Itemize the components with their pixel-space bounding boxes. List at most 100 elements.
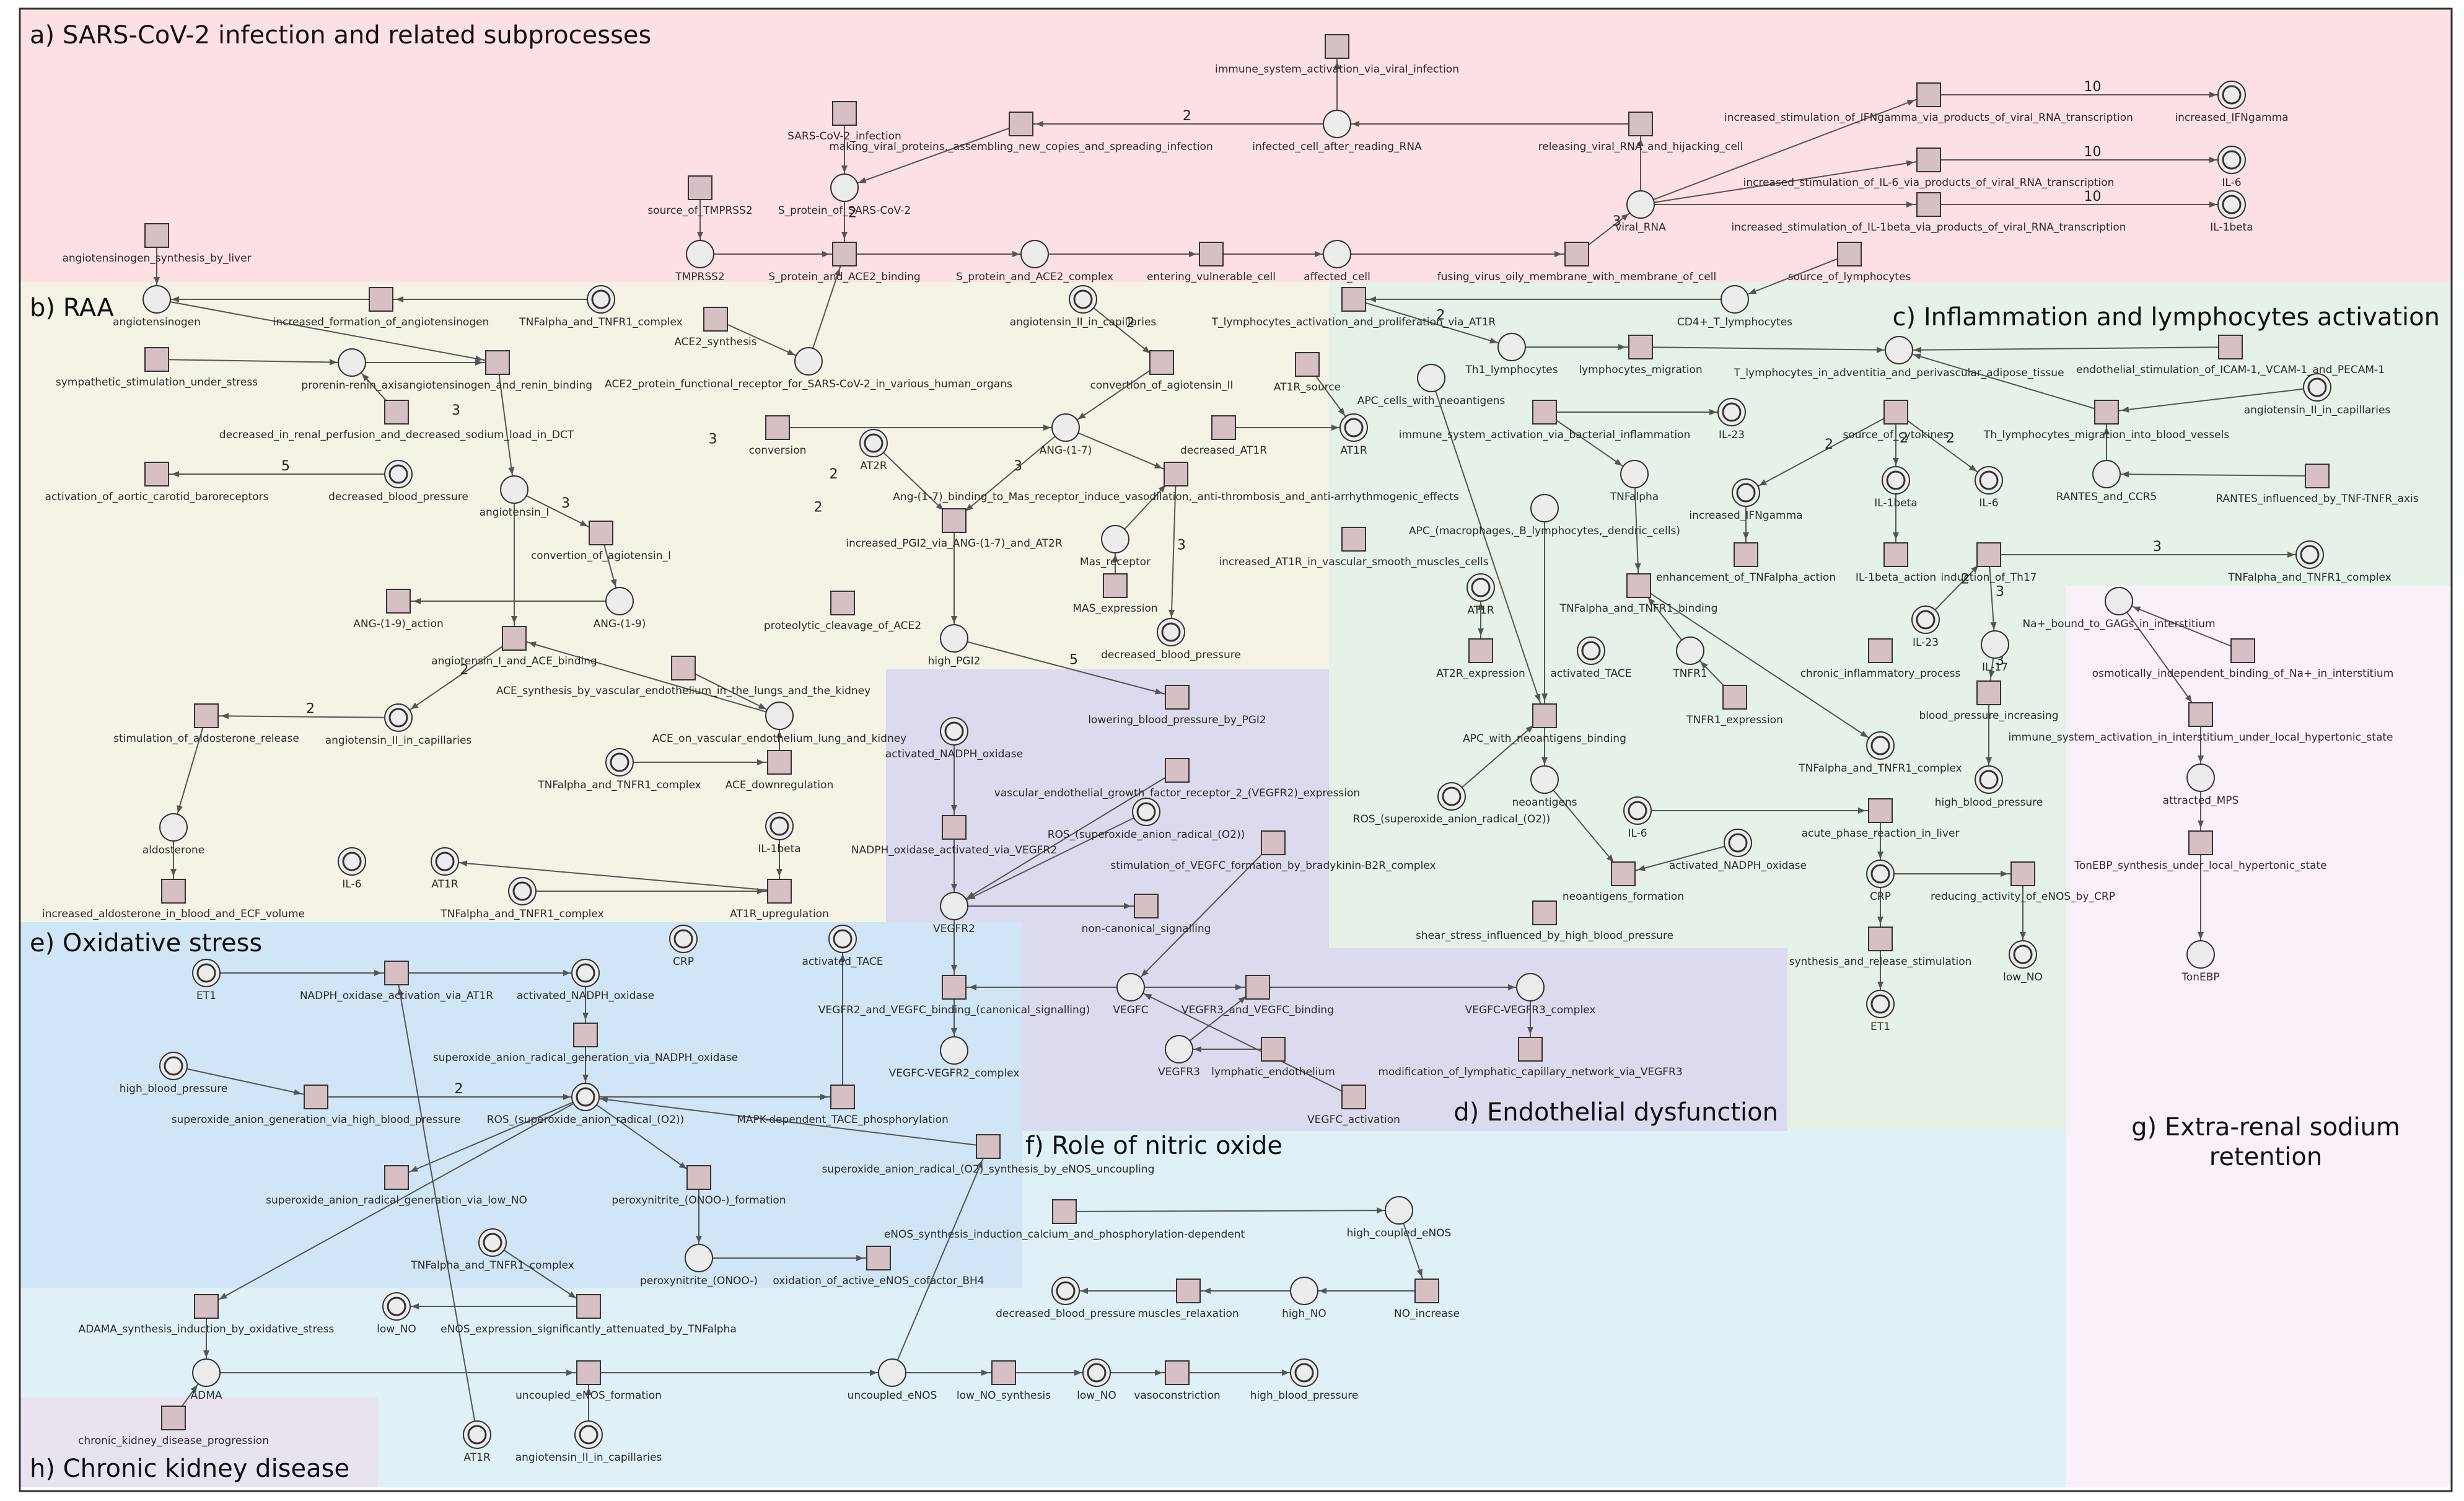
place-tmprss2[interactable]: TMPRSS2: [675, 240, 725, 283]
transition-vasoconstriction[interactable]: vasoconstriction: [1134, 1360, 1221, 1402]
transition-th-lymphocytes-migration-into-blood-vessels[interactable]: Th_lymphocytes_migration_into_blood_vess…: [1983, 400, 2229, 441]
place-activated-nadph-oxidase[interactable]: activated_NADPH_oxidase: [885, 717, 1023, 760]
transition-apc-with-neoantigens-binding[interactable]: APC_with_neoantigens_binding: [1463, 703, 1626, 745]
place-activated-tace[interactable]: activated_TACE: [802, 925, 883, 968]
transition-blood-pressure-increasing[interactable]: blood_pressure_increasing: [1919, 680, 2059, 722]
transition-osmotically-independent-binding-of-na-in-interstitium[interactable]: osmotically_independent_binding_of_Na+_i…: [2092, 638, 2394, 680]
transition-enos-synthesis-induction-calcium-and-phosphorylation-dependent[interactable]: eNOS_synthesis_induction_calcium_and_pho…: [884, 1199, 1245, 1241]
transition-tonebp-synthesis-under-local-hypertonic-state[interactable]: TonEBP_synthesis_under_local_hypertonic_…: [2074, 830, 2327, 872]
place-ang-1-7[interactable]: ANG-(1-7): [1040, 413, 1092, 457]
transition-ang-1-9-action[interactable]: ANG-(1-9)_action: [353, 589, 444, 630]
transition-t-lymphocytes-activation-and-proliferation-via-at1r[interactable]: T_lymphocytes_activation_and_proliferati…: [1211, 287, 1496, 328]
place-activated-tace[interactable]: activated_TACE: [1550, 636, 1632, 680]
transition-vegfc-activation[interactable]: VEGFC_activation: [1307, 1085, 1400, 1126]
transition-stimulation-of-vegfc-formation-by-bradykinin-b2r-complex[interactable]: stimulation_of_VEGFC_formation_by_bradyk…: [1110, 830, 1436, 872]
place-tnfalpha-and-tnfr1-complex[interactable]: TNFalpha_and_TNFR1_complex: [1798, 731, 1962, 775]
transition-stimulation-of-aldosterone-release[interactable]: stimulation_of_aldosterone_release: [113, 703, 299, 745]
transition-ace-downregulation[interactable]: ACE_downregulation: [726, 750, 834, 791]
place-ang-1-9[interactable]: ANG-(1-9): [594, 587, 646, 630]
transition-mapk-dependent-tace-phosphorylation[interactable]: MAPK-dependent_TACE_phosphorylation: [737, 1085, 949, 1126]
transition-superoxide-anion-radical-generation-via-low-no[interactable]: superoxide_anion_radical_generation_via_…: [266, 1165, 527, 1207]
place-th1-lymphocytes[interactable]: Th1_lymphocytes: [1465, 333, 1558, 376]
place-il-1beta[interactable]: IL-1beta: [2210, 190, 2253, 234]
transition-tnfalpha-and-tnfr1-binding[interactable]: TNFalpha_and_TNFR1_binding: [1559, 573, 1718, 615]
place-tnfr1[interactable]: TNFR1: [1672, 636, 1708, 680]
place-s-protein-of-sars-cov-2[interactable]: S_protein_of_SARS-CoV-2: [778, 174, 911, 217]
place-tnfalpha-and-tnfr1-complex[interactable]: TNFalpha_and_TNFR1_complex: [537, 748, 701, 791]
transition-oxidation-of-active-enos-cofactor-bh4[interactable]: oxidation_of_active_eNOS_cofactor_BH4: [773, 1246, 984, 1287]
place-high-no[interactable]: high_NO: [1282, 1277, 1326, 1320]
place-crp[interactable]: CRP: [1866, 860, 1895, 903]
place-high-coupled-enos[interactable]: high_coupled_eNOS: [1347, 1196, 1452, 1239]
place-et1[interactable]: ET1: [1866, 990, 1895, 1033]
place-il-23[interactable]: IL-23: [1717, 398, 1746, 441]
place-il-1beta[interactable]: IL-1beta: [1874, 466, 1918, 509]
place-aldosterone[interactable]: aldosterone: [142, 813, 205, 856]
transition-superoxide-anion-radical-generation-via-nadph-oxidase[interactable]: superoxide_anion_radical_generation_via_…: [433, 1023, 738, 1064]
transition-enos-expression-significantly-attenuated-by-tnfalpha[interactable]: eNOS_expression_significantly_attenuated…: [441, 1294, 737, 1336]
place-angiotensin-ii-in-capillaries[interactable]: angiotensin_II_in_capillaries: [1010, 285, 1157, 328]
transition-neoantigens-formation[interactable]: neoantigens_formation: [1563, 861, 1684, 903]
place-apc-cells-with-neoantigens[interactable]: APC_cells_with_neoantigens: [1357, 364, 1506, 407]
transition-il-1beta-action[interactable]: IL-1beta_action: [1856, 542, 1936, 584]
place-at2r[interactable]: AT2R: [859, 429, 888, 472]
transition-shear-stress-influenced-by-high-blood-pressure[interactable]: shear_stress_influenced_by_high_blood_pr…: [1416, 900, 1673, 942]
transition-angiotensin-i-and-ace-binding[interactable]: angiotensin_I_and_ACE_binding: [431, 626, 597, 667]
transition-activation-of-aortic-carotid-baroreceptors[interactable]: activation_of_aortic_carotid_barorecepto…: [45, 462, 269, 503]
place-ace2-protein-functional-receptor-for-sars-cov-2-in-various-human-organs[interactable]: ACE2_protein_functional_receptor_for_SAR…: [605, 347, 1012, 390]
transition-increased-stimulation-of-il-1beta-via-products-of-viral-rna-transcription[interactable]: increased_stimulation_of_IL-1beta_via_pr…: [1731, 192, 2126, 234]
place-peroxynitrite-onoo[interactable]: peroxynitrite_(ONOO-): [640, 1244, 758, 1287]
transition-angiotensinogen-and-renin-binding[interactable]: angiotensinogen_and_renin_binding: [403, 350, 592, 392]
place-ace-on-vascular-endothelium-lung-and-kidney[interactable]: ACE_on_vascular_endothelium_lung_and_kid…: [652, 702, 907, 745]
transition-enhancement-of-tnfalpha-action[interactable]: enhancement_of_TNFalpha_action: [1656, 542, 1836, 584]
transition-immune-system-activation-via-bacterial-inflammation[interactable]: immune_system_activation_via_bacterial_i…: [1399, 400, 1690, 441]
place-vegfc-vegfr3-complex[interactable]: VEGFC-VEGFR3_complex: [1465, 973, 1596, 1016]
transition-mas-expression[interactable]: MAS_expression: [1072, 573, 1158, 615]
transition-increased-stimulation-of-il-6-via-products-of-viral-rna-transcription[interactable]: increased_stimulation_of_IL-6_via_produc…: [1743, 147, 2115, 189]
place-angiotensin-ii-in-capillaries[interactable]: angiotensin_II_in_capillaries: [515, 1420, 662, 1464]
transition-superoxide-anion-generation-via-high-blood-pressure[interactable]: superoxide_anion_generation_via_high_blo…: [172, 1085, 461, 1126]
place-low-no[interactable]: low_NO: [1077, 1358, 1116, 1402]
place-low-no[interactable]: low_NO: [2003, 940, 2043, 984]
transition-low-no-synthesis[interactable]: low_NO_synthesis: [957, 1360, 1051, 1402]
transition-ace-synthesis-by-vascular-endothelium-in-the-lungs-and-the-kidney[interactable]: ACE_synthesis_by_vascular_endothelium_in…: [496, 656, 870, 697]
transition-fusing-virus-oily-membrane-with-membrane-of-cell[interactable]: fusing_virus_oily_membrane_with_membrane…: [1437, 242, 1716, 283]
place-tnfalpha-and-tnfr1-complex[interactable]: TNFalpha_and_TNFR1_complex: [410, 1228, 574, 1272]
transition-lowering-blood-pressure-by-pgi2[interactable]: lowering_blood_pressure_by_PGI2: [1088, 685, 1266, 726]
transition-lymphatic-endothelium[interactable]: lymphatic_endothelium: [1211, 1037, 1335, 1078]
transition-acute-phase-reaction-in-liver[interactable]: acute_phase_reaction_in_liver: [1802, 798, 1960, 840]
place-et1[interactable]: ET1: [192, 959, 221, 1002]
place-cd4-t-lymphocytes[interactable]: CD4+_T_lymphocytes: [1677, 285, 1792, 328]
transition-non-canonical-signalling[interactable]: non-canonical_signalling: [1082, 894, 1211, 935]
place-infected-cell-after-reading-rna[interactable]: infected_cell_after_reading_RNA: [1252, 110, 1422, 153]
place-at1r[interactable]: AT1R: [1339, 413, 1368, 457]
place-tnfalpha-and-tnfr1-complex[interactable]: TNFalpha_and_TNFR1_complex: [519, 285, 683, 328]
place-apc-macrophages-b-lymphocytes-dendric-cells[interactable]: APC_(macrophages,_B_lymphocytes,_dendric…: [1409, 494, 1680, 537]
transition-no-increase[interactable]: NO_increase: [1394, 1279, 1460, 1320]
place-il-6[interactable]: IL-6: [2217, 146, 2246, 189]
place-il-23[interactable]: IL-23: [1911, 605, 1940, 649]
transition-source-of-lymphocytes[interactable]: source_of_lymphocytes: [1788, 242, 1911, 283]
transition-modification-of-lymphatic-capillary-network-via-vegfr3[interactable]: modification_of_lymphatic_capillary_netw…: [1378, 1037, 1683, 1078]
place-neoantigens[interactable]: neoantigens: [1512, 765, 1577, 809]
place-angiotensin-ii-in-capillaries[interactable]: angiotensin_II_in_capillaries: [2244, 373, 2391, 416]
place-il-1beta[interactable]: IL-1beta: [758, 812, 801, 855]
transition-making-viral-proteins-assembling-new-copies-and-spreading-infection[interactable]: making_viral_proteins,_assembling_new_co…: [829, 112, 1213, 153]
place-vegfc[interactable]: VEGFC: [1113, 973, 1149, 1016]
transition-vegfr3-and-vegfc-binding[interactable]: VEGFR3_and_VEGFC_binding: [1182, 975, 1334, 1016]
place-decreased-blood-pressure[interactable]: decreased_blood_pressure: [1101, 618, 1241, 661]
place-activated-nadph-oxidase[interactable]: activated_NADPH_oxidase: [1669, 829, 1807, 872]
transition-induction-of-th17[interactable]: induction_of_Th17: [1940, 542, 2037, 584]
transition-increased-stimulation-of-ifngamma-via-products-of-viral-rna-transcription[interactable]: increased_stimulation_of_IFNgamma_via_pr…: [1724, 82, 2133, 124]
transition-endothelial-stimulation-of-icam-1-vcam-1-and-pecam-1[interactable]: endothelial_stimulation_of_ICAM-1,_VCAM-…: [2076, 335, 2385, 376]
place-high-blood-pressure[interactable]: high_blood_pressure: [1250, 1358, 1359, 1402]
transition-convertion-of-agiotensin-i[interactable]: convertion_of_agiotensin_I: [531, 521, 671, 562]
transition-increased-formation-of-angiotensinogen[interactable]: increased_formation_of_angiotensinogen: [273, 287, 489, 328]
transition-releasing-viral-rna-and-hijacking-cell[interactable]: releasing_viral_RNA_and_hijacking_cell: [1538, 112, 1743, 153]
transition-chronic-kidney-disease-progression[interactable]: chronic_kidney_disease_progression: [78, 1406, 269, 1447]
transition-source-of-cytokines[interactable]: source_of_cytokines: [1843, 400, 1949, 441]
place-t-lymphocytes-in-adventitia-and-perivascular-adipose-tissue[interactable]: T_lymphocytes_in_adventitia_and_perivasc…: [1733, 336, 2064, 379]
transition-superoxide-anion-radical-o2-synthesis-by-enos-uncoupling[interactable]: superoxide_anion_radical_(O2)_synthesis_…: [822, 1134, 1155, 1176]
transition-tnfr1-expression[interactable]: TNFR1_expression: [1686, 685, 1783, 726]
place-viral-rna[interactable]: viral_RNA: [1615, 190, 1666, 234]
